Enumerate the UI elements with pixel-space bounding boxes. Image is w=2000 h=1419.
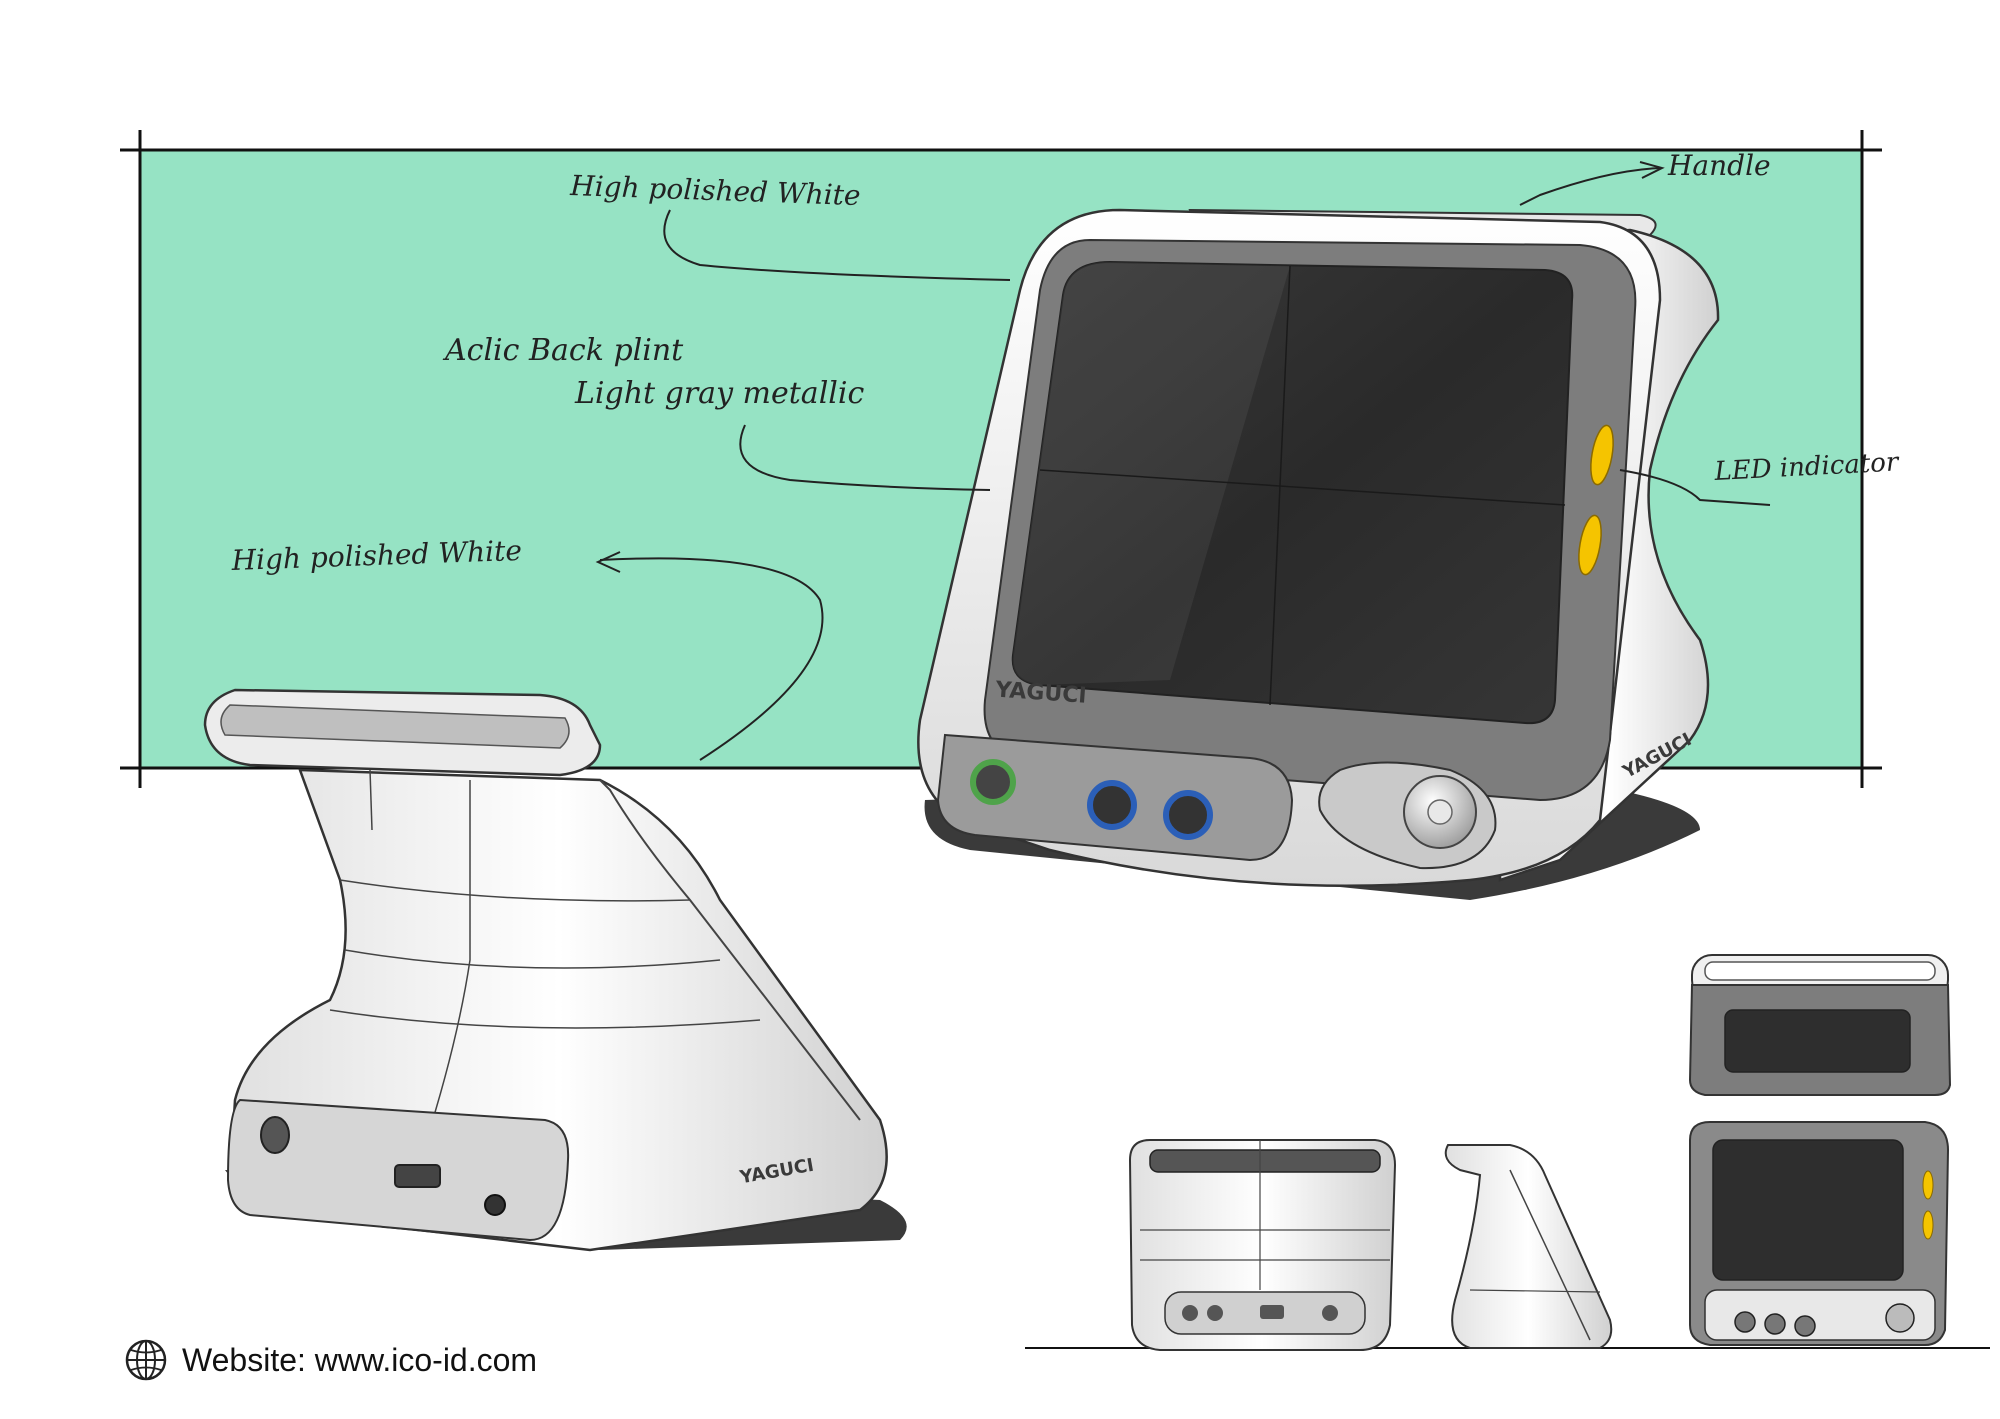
- back-port-right: [484, 1194, 506, 1216]
- port-blue-1: [1087, 780, 1137, 830]
- main-device: YAGUCI YAGUCI: [917, 208, 1720, 900]
- port-blue-2: [1163, 790, 1213, 840]
- back-port-left: [260, 1116, 290, 1154]
- view-front: [1689, 1121, 1950, 1346]
- annotation-back-paint-line2: Light gray metallic: [574, 376, 864, 411]
- led-indicator-top: [1590, 424, 1614, 486]
- globe-icon: [125, 1339, 167, 1381]
- annotation-back-paint-line1: Aclic Back plint: [442, 333, 684, 368]
- view-top: [1688, 954, 1952, 1096]
- back-port-usb: [394, 1164, 441, 1188]
- led-indicator-bottom: [1578, 514, 1602, 576]
- footer: Website: www.ico-id.com: [124, 1336, 537, 1384]
- view-rear: [1128, 1139, 1397, 1351]
- annotation-handle: Handle: [1667, 149, 1771, 182]
- port-green: [970, 759, 1016, 805]
- website-link[interactable]: Website: www.ico-id.com: [182, 1341, 538, 1378]
- back-view-device: YAGUCI: [203, 688, 907, 1252]
- view-side: [1444, 1144, 1613, 1349]
- device-screen: [1011, 260, 1574, 725]
